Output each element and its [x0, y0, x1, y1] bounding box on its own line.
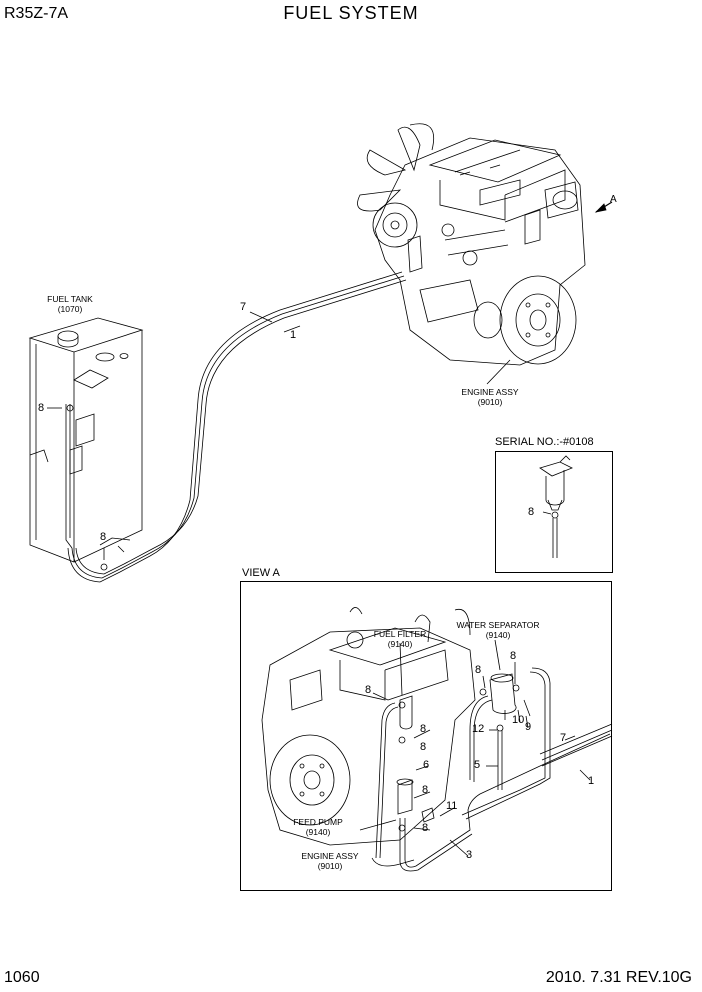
callout-6: 6	[423, 759, 430, 771]
callout-3: 3	[466, 849, 473, 861]
engine-assy-label: ENGINE ASSY	[461, 387, 519, 397]
callout-7: 7	[560, 732, 567, 744]
revision-date: 2010. 7.31 REV.10G	[545, 969, 692, 986]
fuel-tank-label: FUEL TANK	[47, 294, 93, 304]
callout-8: 8	[38, 402, 45, 414]
callout-8: 8	[100, 531, 107, 543]
callout-8: 8	[365, 684, 372, 696]
engine-drawing	[357, 123, 586, 366]
callout-7: 7	[240, 301, 247, 313]
callout-8: 8	[528, 506, 535, 518]
fuel-tank-drawing	[28, 317, 144, 563]
feed-pump-code: (9140)	[305, 827, 331, 837]
serial-inset-frame	[495, 451, 613, 573]
serial-number-heading: SERIAL NO.:-#0108	[495, 436, 594, 448]
fuel-filter-label: FUEL FILTER	[373, 629, 427, 639]
fuel-filter-code: (9140)	[387, 639, 413, 649]
view-a-engine-assy-code: (9010)	[317, 861, 343, 871]
callout-10: 10	[512, 714, 525, 726]
fuel-tank-code: (1070)	[57, 304, 83, 314]
water-separator-label: WATER SEPARATOR	[456, 620, 540, 630]
callout-8: 8	[420, 723, 427, 735]
fuel-hose-drawing	[66, 271, 407, 583]
callout-1: 1	[588, 775, 595, 787]
callout-8: 8	[420, 741, 427, 753]
view-a-frame	[240, 581, 612, 891]
model-code: R35Z-7A	[4, 5, 69, 22]
engine-assy-code: (9010)	[477, 397, 503, 407]
callout-8: 8	[422, 822, 429, 834]
callout-12: 12	[472, 723, 485, 735]
serial-filter-drawing	[539, 455, 573, 558]
callout-9: 9	[525, 721, 532, 733]
callout-8: 8	[422, 784, 429, 796]
water-separator-code: (9140)	[485, 630, 511, 640]
page-number: 1060	[4, 969, 40, 986]
feed-pump-label: FEED PUMP	[293, 817, 343, 827]
view-a-heading: VIEW A	[242, 567, 280, 579]
callout-5: 5	[474, 759, 481, 771]
view-a-arrow-label: A	[610, 194, 617, 205]
view-a-arrowhead	[594, 203, 607, 213]
page-title: FUEL SYSTEM	[283, 3, 419, 23]
callout-8: 8	[475, 664, 482, 676]
callout-11: 11	[446, 800, 458, 812]
callout-1: 1	[290, 329, 297, 341]
view-a-engine-drawing	[261, 607, 613, 872]
view-a-engine-assy-label: ENGINE ASSY	[301, 851, 359, 861]
callout-8: 8	[510, 650, 517, 662]
